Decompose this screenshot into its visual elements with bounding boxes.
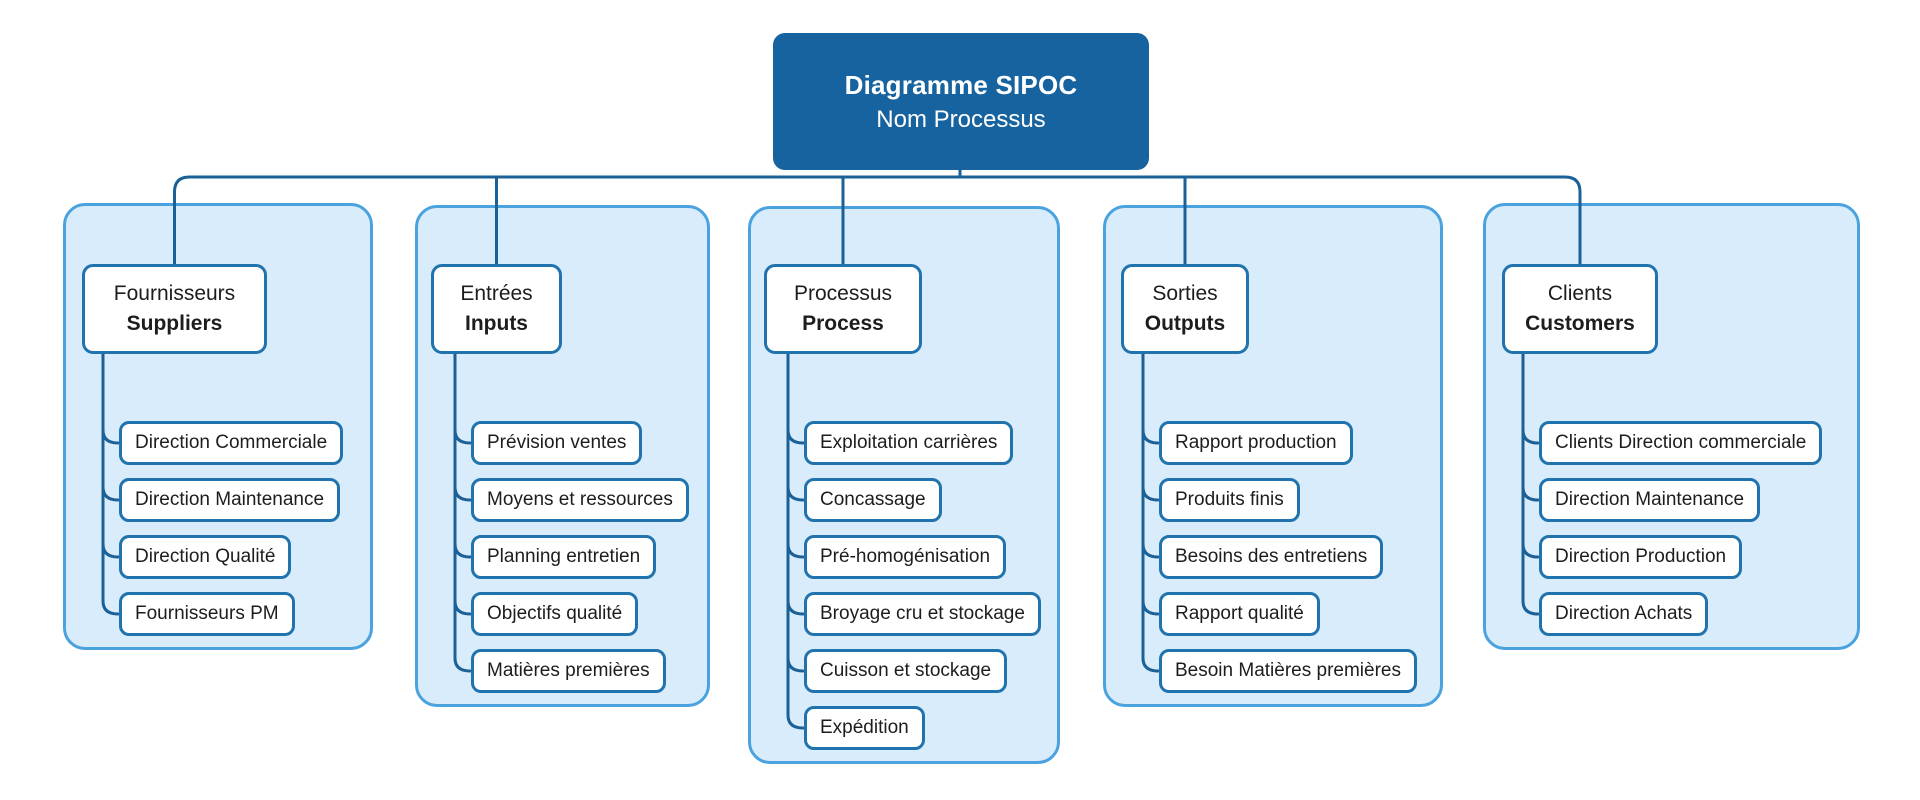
- header-label-fr-outputs: Sorties: [1152, 282, 1218, 306]
- list-item-customers-2: Direction Production: [1539, 535, 1743, 579]
- list-item-customers-3: Direction Achats: [1539, 592, 1709, 636]
- list-item-inputs-3: Objectifs qualité: [471, 592, 639, 636]
- list-item-suppliers-0: Direction Commerciale: [119, 421, 344, 465]
- list-item-outputs-0: Rapport production: [1159, 421, 1353, 465]
- header-label-fr-process: Processus: [793, 282, 893, 306]
- list-item-inputs-2: Planning entretien: [471, 535, 657, 579]
- header-label-en-inputs: Inputs: [465, 311, 528, 335]
- list-item-customers-0: Clients Direction commerciale: [1539, 421, 1823, 465]
- header-label-fr-suppliers: Fournisseurs: [113, 282, 236, 306]
- list-item-process-2: Pré-homogénisation: [804, 535, 1007, 579]
- header-label-en-customers: Customers: [1525, 311, 1635, 335]
- list-item-outputs-1: Produits finis: [1159, 478, 1300, 522]
- list-item-outputs-4: Besoin Matières premières: [1159, 649, 1417, 693]
- list-item-outputs-2: Besoins des entretiens: [1159, 535, 1384, 579]
- diagram-title: Diagramme SIPOC: [844, 69, 1078, 100]
- list-item-process-5: Expédition: [804, 706, 925, 750]
- list-item-inputs-1: Moyens et ressources: [471, 478, 689, 522]
- header-label-fr-customers: Clients: [1547, 282, 1613, 306]
- list-item-process-0: Exploitation carrières: [804, 421, 1014, 465]
- list-item-process-1: Concassage: [804, 478, 942, 522]
- list-item-outputs-3: Rapport qualité: [1159, 592, 1320, 636]
- header-label-en-outputs: Outputs: [1144, 311, 1226, 335]
- header-label-fr-inputs: Entrées: [460, 282, 533, 306]
- list-item-inputs-0: Prévision ventes: [471, 421, 643, 465]
- diagram-title-box: Diagramme SIPOC Nom Processus: [773, 33, 1149, 170]
- list-item-inputs-4: Matières premières: [471, 649, 666, 693]
- list-item-process-3: Broyage cru et stockage: [804, 592, 1041, 636]
- list-item-process-4: Cuisson et stockage: [804, 649, 1008, 693]
- list-item-customers-1: Direction Maintenance: [1539, 478, 1761, 522]
- list-item-suppliers-3: Fournisseurs PM: [119, 592, 295, 636]
- list-item-suppliers-1: Direction Maintenance: [119, 478, 341, 522]
- diagram-subtitle: Nom Processus: [876, 105, 1046, 133]
- list-item-suppliers-2: Direction Qualité: [119, 535, 292, 579]
- header-label-en-process: Process: [802, 311, 884, 335]
- header-label-en-suppliers: Suppliers: [126, 311, 223, 335]
